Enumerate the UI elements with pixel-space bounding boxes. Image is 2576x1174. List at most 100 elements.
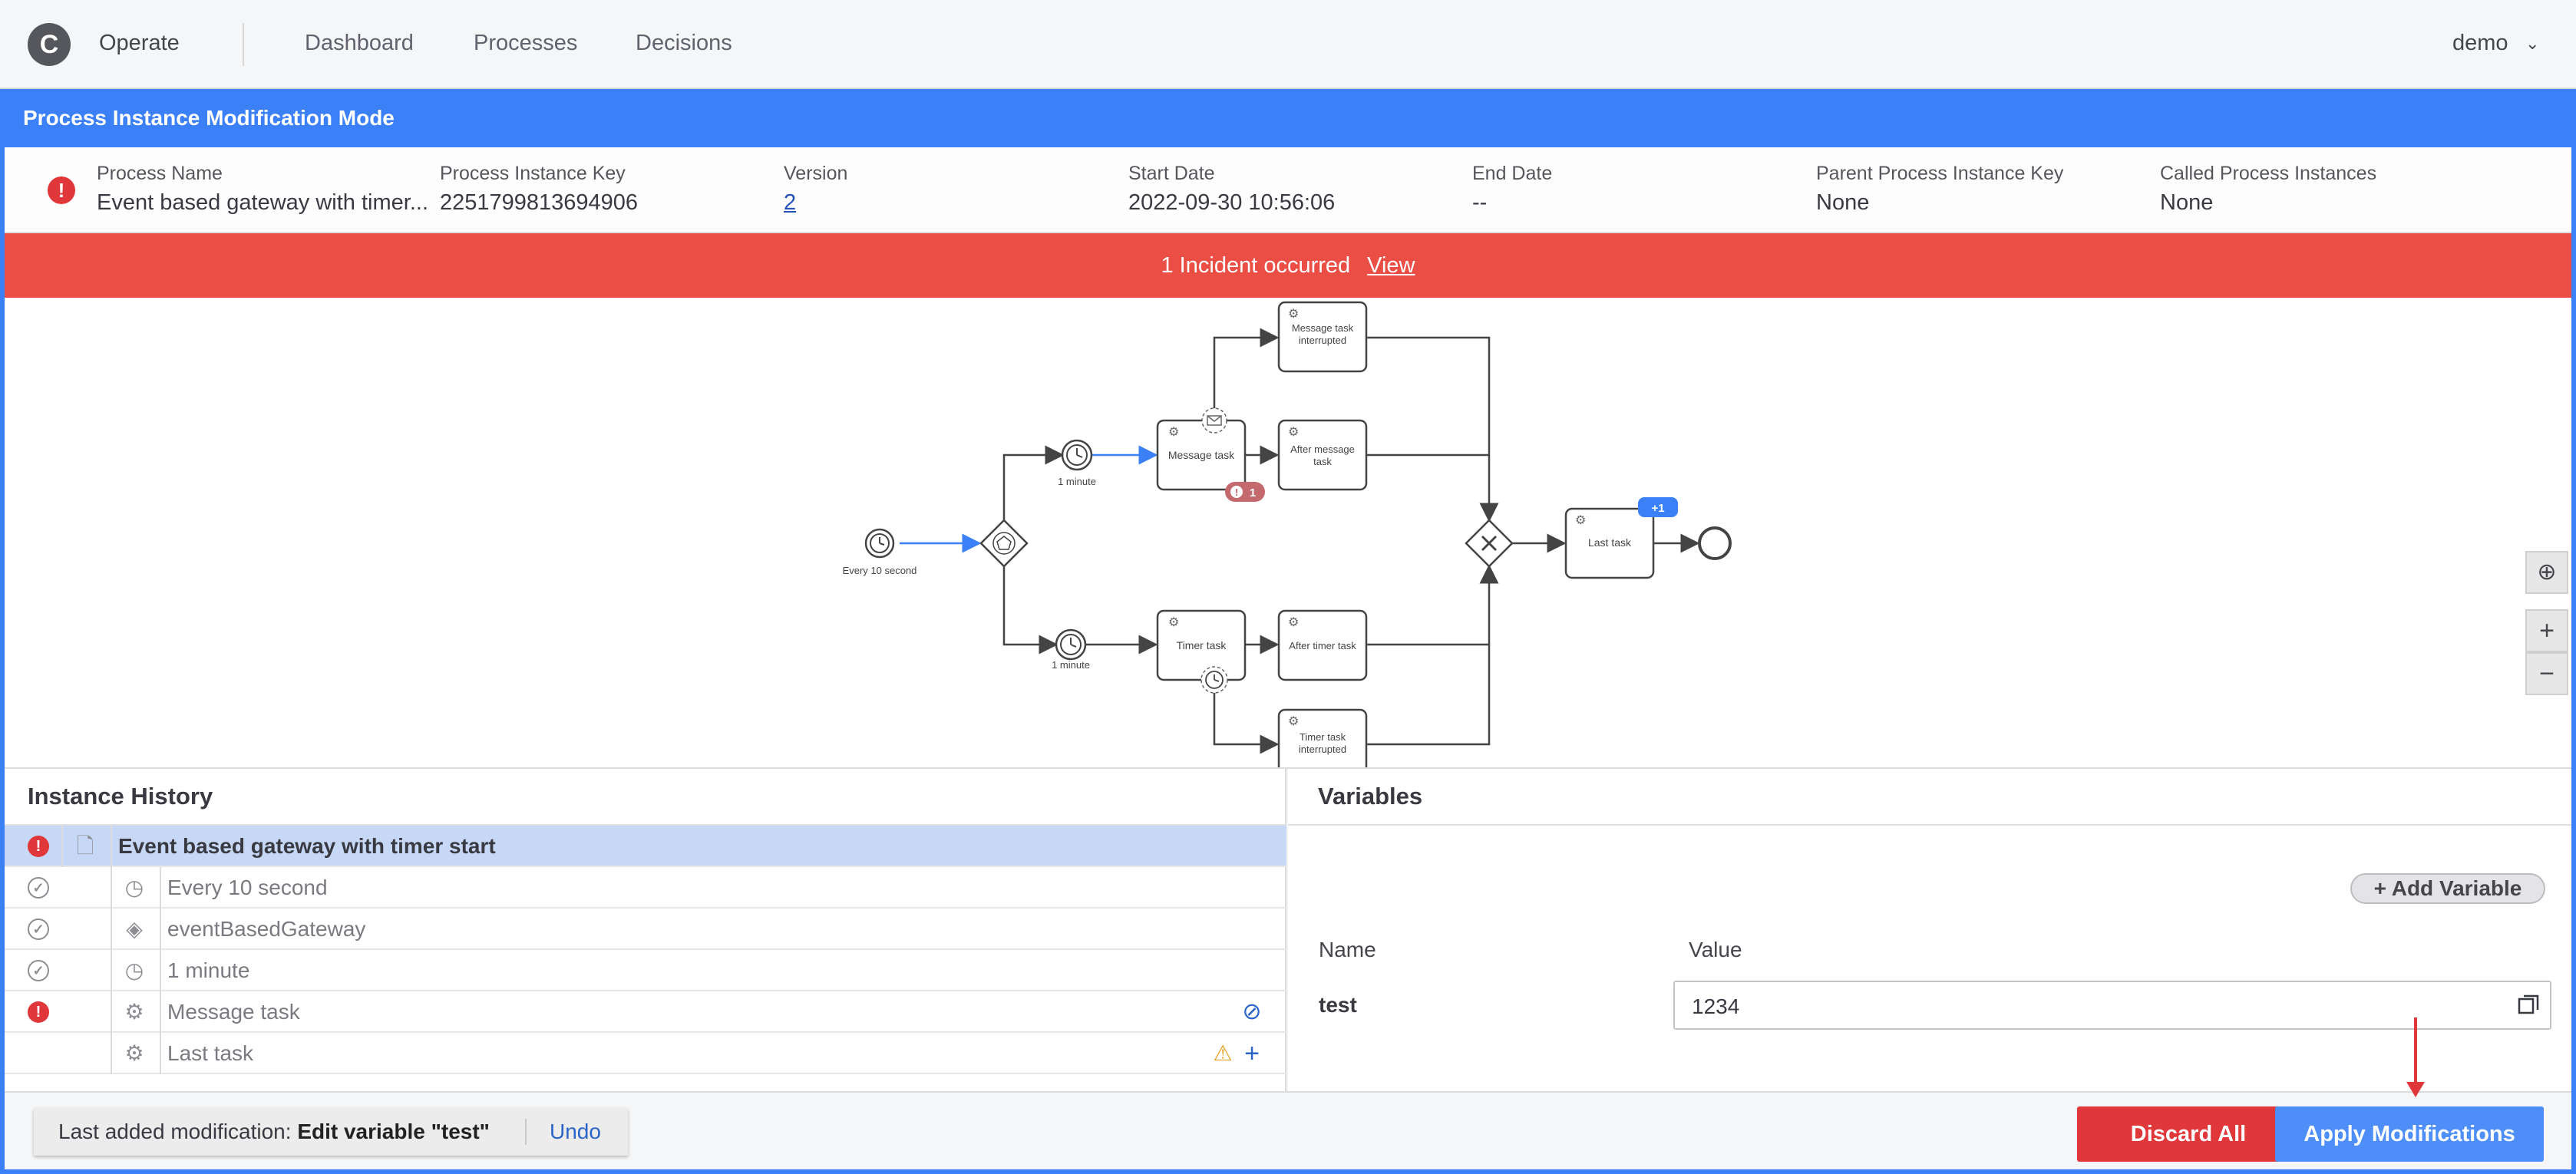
history-row-timer[interactable]: ✓ ◷ 1 minute bbox=[5, 950, 1286, 991]
undo-button[interactable]: Undo bbox=[550, 1120, 601, 1143]
gear-icon: ⚙ bbox=[124, 1000, 144, 1024]
version-link[interactable]: 2 bbox=[784, 190, 797, 215]
tree-line bbox=[160, 1033, 161, 1074]
variable-name: test bbox=[1319, 993, 1357, 1017]
timer-catch-event-top[interactable] bbox=[1061, 439, 1093, 471]
message-task[interactable]: ⚙ Message task bbox=[1156, 419, 1247, 491]
variable-value-field[interactable]: 1234 bbox=[1673, 981, 2551, 1030]
modification-mode-frame bbox=[0, 89, 2576, 1174]
end-event[interactable] bbox=[1698, 526, 1732, 560]
history-row-gateway[interactable]: ✓ ◈ eventBasedGateway bbox=[5, 909, 1286, 950]
tree-line bbox=[111, 950, 112, 991]
timer-icon: ◷ bbox=[124, 876, 144, 899]
nav-processes[interactable]: Processes bbox=[474, 31, 578, 55]
timer-bottom-label: 1 minute bbox=[1052, 659, 1090, 671]
open-json-editor-icon[interactable] bbox=[2518, 994, 2539, 1016]
after-timer-task[interactable]: ⚙ After timer task bbox=[1277, 609, 1368, 681]
history-row-label: Message task bbox=[167, 1000, 300, 1024]
svg-text:⚙: ⚙ bbox=[1288, 616, 1299, 629]
history-row-label: Event based gateway with timer start bbox=[118, 834, 496, 858]
zoom-in-button[interactable]: + bbox=[2525, 609, 2568, 652]
incident-badge[interactable]: ! 1 bbox=[1225, 482, 1265, 502]
last-modification-text: Edit variable "test" bbox=[297, 1120, 490, 1143]
reset-diagram-button[interactable]: ⊕ bbox=[2525, 551, 2568, 594]
message-task-interrupted[interactable]: ⚙ Message task interrupted bbox=[1277, 301, 1368, 373]
tree-line bbox=[111, 867, 112, 909]
message-boundary-event bbox=[1201, 407, 1227, 434]
plus-icon: + bbox=[2373, 876, 2392, 900]
discard-all-button[interactable]: Discard All bbox=[2077, 1106, 2300, 1162]
bpmn-diagram-canvas[interactable]: Every 10 second 1 minute 1 minute ⚙ M bbox=[5, 298, 2571, 767]
modification-badge[interactable]: +1 bbox=[1638, 497, 1678, 517]
apply-modifications-button[interactable]: Apply Modifications bbox=[2275, 1106, 2544, 1162]
cancel-modification-icon[interactable]: ⊘ bbox=[1242, 999, 1262, 1024]
version-label: Version bbox=[784, 163, 848, 184]
tree-line bbox=[160, 991, 161, 1033]
last-task[interactable]: ⚙ Last task bbox=[1564, 507, 1655, 579]
timer-task-interrupted[interactable]: ⚙ Timer task interrupted bbox=[1277, 708, 1368, 767]
event-based-gateway[interactable] bbox=[979, 519, 1029, 568]
camunda-logo[interactable]: C bbox=[28, 23, 71, 66]
timer-catch-event-bottom[interactable] bbox=[1055, 628, 1087, 661]
panel-divider bbox=[5, 767, 2571, 769]
svg-text:Timer task: Timer task bbox=[1300, 731, 1346, 743]
modification-mode-banner: Process Instance Modification Mode bbox=[0, 89, 2576, 147]
tree-line bbox=[111, 909, 112, 950]
history-header-divider bbox=[5, 824, 1286, 826]
variables-header-divider bbox=[1288, 824, 2571, 826]
header-divider bbox=[243, 23, 244, 66]
history-row-label: eventBasedGateway bbox=[167, 917, 366, 941]
start-date-value: 2022-09-30 10:56:06 bbox=[1128, 190, 1336, 215]
zoom-out-button[interactable]: − bbox=[2525, 652, 2568, 695]
history-row-label: Last task bbox=[167, 1041, 254, 1065]
end-date-value: -- bbox=[1472, 190, 1488, 215]
svg-text:task: task bbox=[1313, 456, 1332, 467]
instance-key-value: 2251799813694906 bbox=[440, 190, 639, 215]
timer-task[interactable]: ⚙ Timer task bbox=[1156, 609, 1247, 681]
add-variable-button[interactable]: + Add Variable bbox=[2350, 873, 2545, 904]
completed-check-icon: ✓ bbox=[28, 877, 49, 899]
start-date-label: Start Date bbox=[1128, 163, 1215, 184]
chevron-down-icon[interactable]: ⌄ bbox=[2525, 34, 2540, 53]
tree-line bbox=[111, 1033, 112, 1074]
history-row-last-task[interactable]: ⚙ Last task ⚠ + bbox=[5, 1033, 1286, 1074]
history-row-process[interactable]: ! 🗋 Event based gateway with timer start bbox=[5, 826, 1286, 867]
incident-state-icon: ! bbox=[48, 176, 75, 204]
svg-text:Message task: Message task bbox=[1168, 449, 1235, 461]
user-menu[interactable]: demo bbox=[2452, 31, 2508, 55]
nav-decisions[interactable]: Decisions bbox=[636, 31, 732, 55]
view-incidents-link[interactable]: View bbox=[1367, 253, 1415, 278]
svg-text:⚙: ⚙ bbox=[1288, 715, 1299, 728]
history-row-message-task[interactable]: ! ⚙ Message task ⊘ bbox=[5, 991, 1286, 1033]
incident-count-text: 1 Incident occurred bbox=[1161, 253, 1351, 278]
tree-line bbox=[160, 867, 161, 909]
end-date-label: End Date bbox=[1472, 163, 1553, 184]
variables-value-header: Value bbox=[1689, 938, 1742, 961]
timer-icon: ◷ bbox=[124, 958, 144, 982]
annotation-arrow-line bbox=[2414, 1017, 2417, 1090]
svg-text:1: 1 bbox=[1250, 486, 1256, 500]
nav-dashboard[interactable]: Dashboard bbox=[305, 31, 414, 55]
called-instances-value: None bbox=[2160, 190, 2214, 215]
svg-text:interrupted: interrupted bbox=[1299, 335, 1346, 346]
svg-text:Last task: Last task bbox=[1588, 536, 1632, 549]
called-instances-label: Called Process Instances bbox=[2160, 163, 2377, 184]
history-row-start-event[interactable]: ✓ ◷ Every 10 second bbox=[5, 867, 1286, 909]
svg-text:⚙: ⚙ bbox=[1168, 616, 1179, 629]
svg-text:After timer task: After timer task bbox=[1289, 640, 1356, 651]
add-token-icon[interactable]: + bbox=[1244, 1039, 1260, 1068]
svg-text:+1: +1 bbox=[1651, 502, 1664, 515]
after-message-task[interactable]: ⚙ After message task bbox=[1277, 419, 1368, 491]
variables-name-header: Name bbox=[1319, 938, 1376, 961]
variables-title: Variables bbox=[1318, 783, 1423, 810]
app-name[interactable]: Operate bbox=[99, 31, 180, 55]
svg-text:!: ! bbox=[1235, 486, 1238, 498]
add-variable-label: Add Variable bbox=[2391, 876, 2522, 900]
timer-start-event[interactable] bbox=[864, 528, 895, 559]
tree-line bbox=[111, 826, 112, 867]
exclusive-gateway[interactable] bbox=[1465, 519, 1514, 568]
variables-panel bbox=[1288, 769, 2571, 1091]
gateway-icon: ◈ bbox=[126, 917, 143, 941]
svg-text:⚙: ⚙ bbox=[1288, 308, 1299, 321]
incident-icon: ! bbox=[28, 1001, 49, 1023]
